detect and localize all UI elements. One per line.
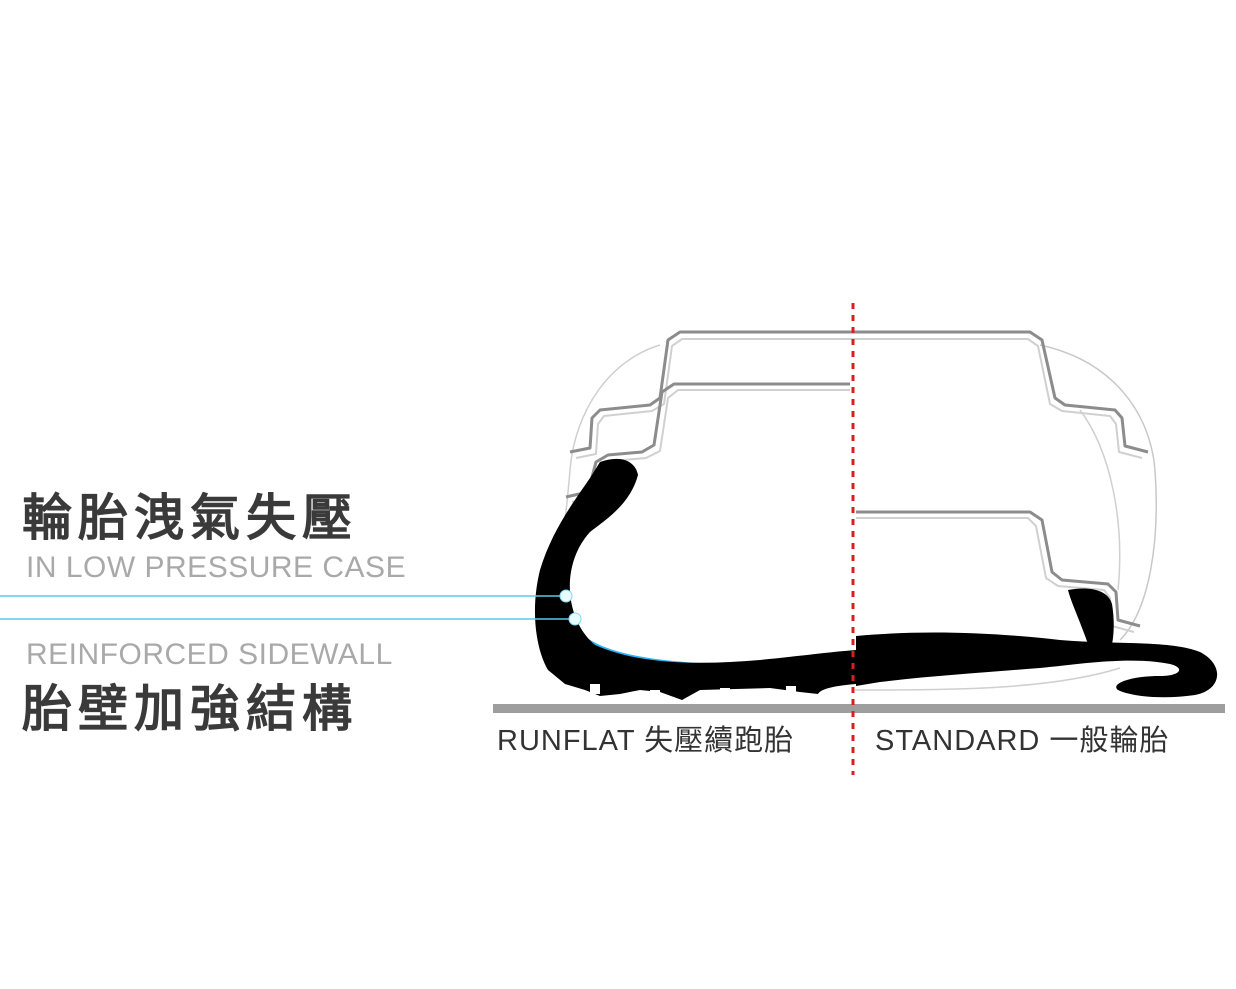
sidewall-title-en: REINFORCED SIDEWALL <box>26 638 393 671</box>
low-pressure-title-en: IN LOW PRESSURE CASE <box>26 551 407 584</box>
leader-dot-upper <box>559 589 573 603</box>
sidewall-title-zh: 胎壁加強結構 <box>22 680 358 738</box>
runflat-caption: RUNFLAT 失壓續跑胎 <box>497 725 795 757</box>
tread-notch <box>786 686 796 694</box>
standard-tire-outline <box>1039 344 1157 641</box>
runflat-tire-body <box>534 458 856 700</box>
standard-tire-inner-outline <box>1079 409 1121 591</box>
standard-caption: STANDARD 一般輪胎 <box>875 725 1170 757</box>
standard-rim-lower <box>856 510 1141 628</box>
tread-notch <box>590 684 600 694</box>
standard-flank-outline <box>854 667 1121 691</box>
rim-outer-inner-edge <box>575 338 1143 459</box>
leader-dot-lower <box>568 612 582 626</box>
tread-notch <box>720 688 730 696</box>
standard-tire-body <box>856 632 1218 698</box>
low-pressure-title-zh: 輪胎洩氣失壓 <box>22 489 358 547</box>
standard-tire-sidewall <box>1068 588 1114 652</box>
ground-line <box>493 704 1225 713</box>
rim-outer <box>569 330 1149 454</box>
tread-notch <box>650 690 660 698</box>
